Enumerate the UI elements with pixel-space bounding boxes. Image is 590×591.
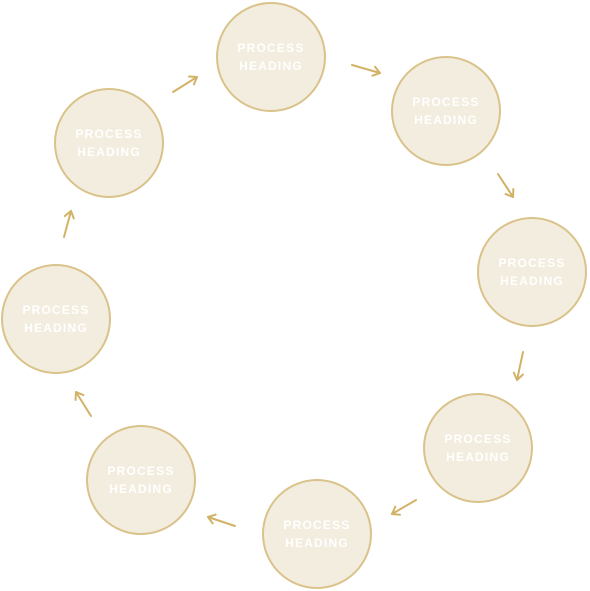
process-step-6: PROCESS HEADING [86,425,196,535]
process-step-label: PROCESS HEADING [283,518,351,550]
arrow-icon [172,75,198,93]
process-step-label: PROCESS HEADING [498,256,566,288]
process-step-4: PROCESS HEADING [423,393,533,503]
process-step-label: PROCESS HEADING [107,464,175,496]
process-step-5: PROCESS HEADING [262,479,372,589]
process-step-label: PROCESS HEADING [22,303,90,335]
process-step-label: PROCESS HEADING [237,41,305,73]
arrow-icon [74,391,92,417]
arrow-icon [63,210,75,238]
process-step-label: PROCESS HEADING [444,432,512,464]
process-step-7: PROCESS HEADING [1,264,111,374]
arrow-icon [497,173,515,198]
arrow-icon [351,64,381,77]
arrow-icon [391,499,417,516]
process-step-label: PROCESS HEADING [75,127,143,159]
process-step-label: PROCESS HEADING [412,95,480,127]
process-step-3: PROCESS HEADING [477,217,587,327]
process-step-2: PROCESS HEADING [391,56,501,166]
arrow-icon [512,351,524,381]
process-step-8: PROCESS HEADING [54,88,164,198]
arrow-icon [207,513,236,527]
process-step-1: PROCESS HEADING [216,2,326,112]
